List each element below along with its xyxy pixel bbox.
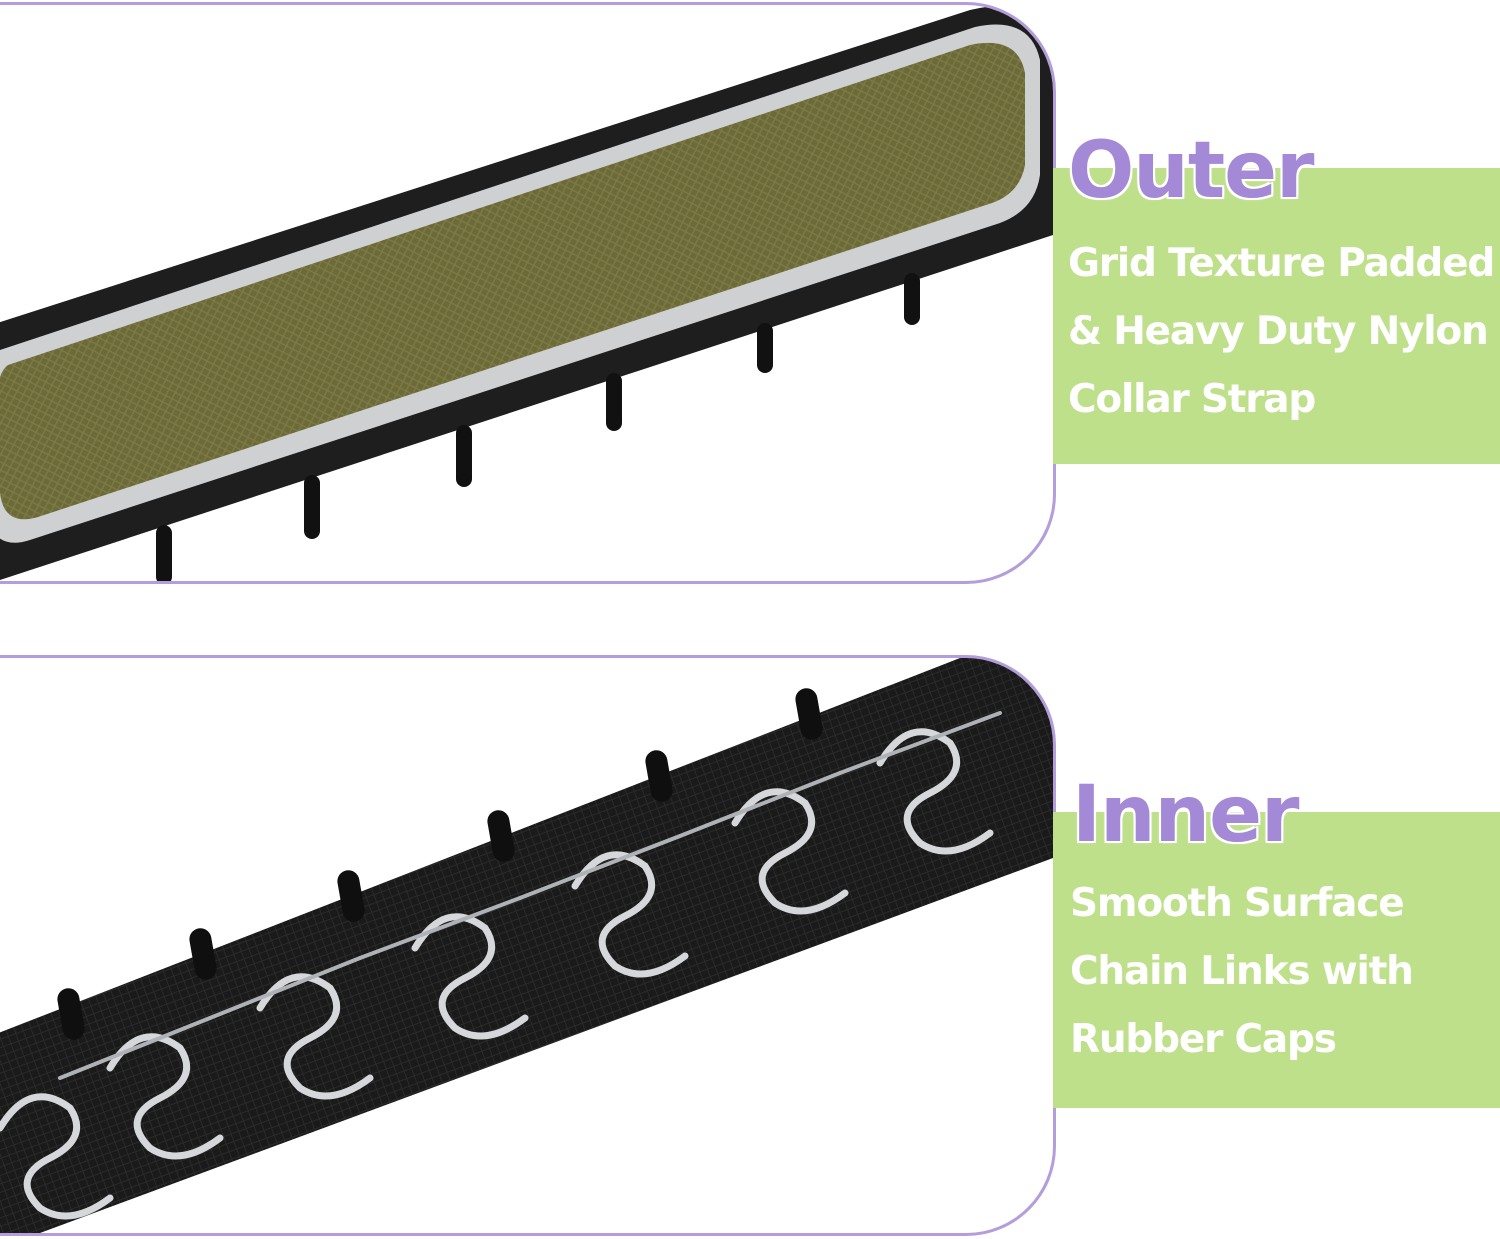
padded-collar-outer-image bbox=[0, 5, 1053, 581]
inner-pins-group bbox=[57, 688, 823, 1040]
outer-description: Grid Texture Padded & Heavy Duty Nylon C… bbox=[1068, 230, 1495, 434]
inner-line-3: Rubber Caps bbox=[1070, 1017, 1337, 1062]
outer-line-3: Collar Strap bbox=[1068, 377, 1316, 422]
chain-links-group bbox=[0, 728, 994, 1220]
outer-line-2: & Heavy Duty Nylon bbox=[1068, 309, 1489, 354]
pins-group bbox=[156, 273, 920, 581]
inner-photo-panel bbox=[0, 655, 1056, 1236]
chain-links-inner-image bbox=[0, 658, 1053, 1233]
inner-heading: Inner bbox=[1072, 770, 1299, 860]
inner-description: Smooth Surface Chain Links with Rubber C… bbox=[1070, 870, 1414, 1074]
inner-line-1: Smooth Surface bbox=[1070, 881, 1405, 926]
outer-heading: Outer bbox=[1068, 126, 1314, 216]
inner-green-band bbox=[1053, 812, 1500, 1108]
chain-bars-group bbox=[58, 711, 1002, 1080]
inner-line-2: Chain Links with bbox=[1070, 949, 1414, 994]
outer-photo-panel bbox=[0, 2, 1056, 584]
outer-green-band bbox=[1053, 168, 1500, 464]
outer-line-1: Grid Texture Padded bbox=[1068, 241, 1495, 286]
